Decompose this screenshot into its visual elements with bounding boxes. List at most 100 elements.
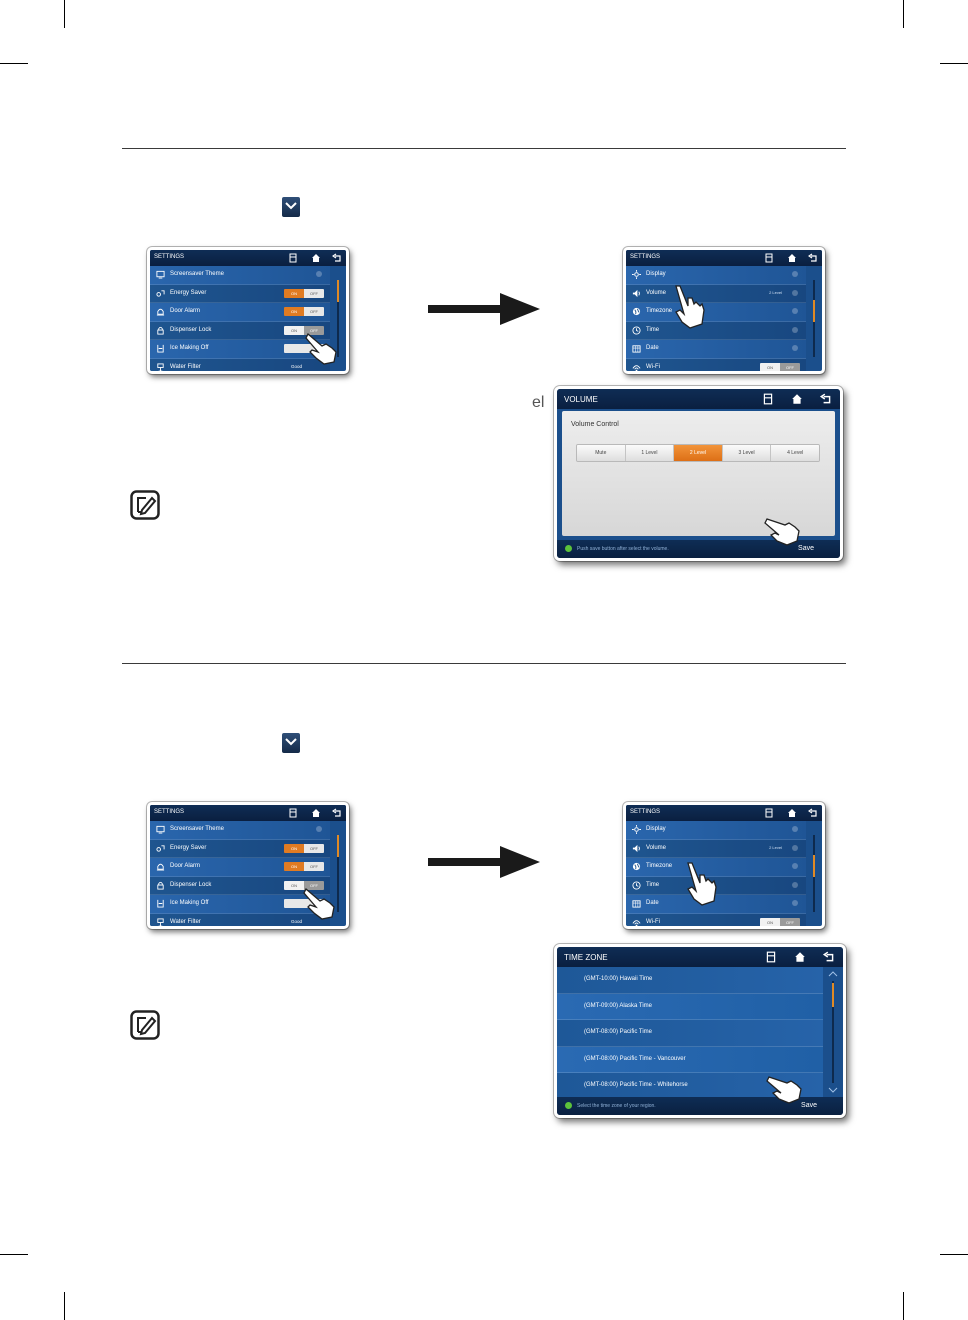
home-icon[interactable] <box>787 808 797 818</box>
back-icon[interactable] <box>808 808 818 818</box>
back-icon[interactable] <box>808 253 818 263</box>
chevron-down-icon[interactable] <box>828 1087 838 1093</box>
level-mute-button[interactable]: Mute <box>577 445 626 461</box>
settings-item-timezone[interactable]: Timezone <box>626 303 806 322</box>
timezone-label: (GMT-08:00) Pacific Time <box>584 1029 653 1036</box>
wifi-icon <box>632 919 641 926</box>
settings-item-volume[interactable]: Volume 2 Level <box>626 284 806 303</box>
fridge-icon[interactable] <box>288 808 298 818</box>
go-icon <box>792 844 798 851</box>
level-4-button[interactable]: 4 Level <box>771 445 819 461</box>
toggle-off[interactable]: OFF <box>304 880 324 890</box>
toggle-on[interactable]: ON <box>284 325 304 335</box>
level-2-button[interactable]: 2 Level <box>674 445 723 461</box>
scrollbar[interactable] <box>809 825 819 922</box>
save-button[interactable]: Save <box>798 545 814 552</box>
scrollbar[interactable] <box>827 971 839 1093</box>
fridge-icon[interactable] <box>764 808 774 818</box>
fridge-icon[interactable] <box>288 253 298 263</box>
energy-icon <box>156 289 165 297</box>
settings-item-timezone[interactable]: Timezone <box>626 858 806 877</box>
home-icon[interactable] <box>787 253 797 263</box>
home-icon[interactable] <box>311 253 321 263</box>
settings-item-screensaver[interactable]: Screensaver Theme <box>150 266 330 285</box>
settings-item-volume[interactable]: Volume 2 Level <box>626 839 806 858</box>
hand-pointer-icon <box>675 285 705 329</box>
fridge-icon[interactable] <box>765 951 777 963</box>
toggle-off[interactable]: OFF <box>304 288 324 298</box>
settings-item-water-filter[interactable]: Water Filter Good <box>150 358 330 371</box>
toggle-on[interactable]: ON <box>284 862 304 871</box>
scrollbar[interactable] <box>809 270 819 367</box>
toggle-on[interactable]: ON <box>284 843 304 853</box>
toggle-off[interactable]: OFF <box>304 325 324 335</box>
level-3-button[interactable]: 3 Level <box>722 445 772 461</box>
settings-item-time[interactable]: Time <box>626 321 806 340</box>
toggle-on[interactable]: ON <box>284 307 304 316</box>
settings-item-water-filter[interactable]: Water Filter Good <box>150 913 330 926</box>
settings-item-ice-making[interactable]: Ice Making Off <box>150 895 330 914</box>
ice-making-toggle[interactable] <box>284 899 324 908</box>
scrollbar[interactable] <box>333 270 343 367</box>
timezone-item[interactable]: (GMT-09:00) Alaska Time <box>557 993 823 1021</box>
screensaver-icon <box>156 825 165 834</box>
settings-item-date[interactable]: Date <box>626 340 806 359</box>
back-icon[interactable] <box>823 951 835 963</box>
home-icon[interactable] <box>791 393 803 405</box>
toggle-on[interactable]: ON <box>284 288 304 298</box>
toggle-off[interactable]: OFF <box>304 843 324 853</box>
go-icon <box>792 289 798 296</box>
hand-pointer-icon <box>766 1076 802 1104</box>
back-icon[interactable] <box>332 808 342 818</box>
settings-item-date[interactable]: Date <box>626 895 806 914</box>
fridge-icon[interactable] <box>764 253 774 263</box>
scrollbar[interactable] <box>333 825 343 922</box>
toggle-off[interactable]: OFF <box>304 862 324 871</box>
toggle-off[interactable]: OFF <box>780 917 800 926</box>
filter-icon <box>157 917 164 926</box>
go-icon <box>792 826 798 832</box>
ice-making-toggle[interactable] <box>284 344 324 353</box>
settings-item-screensaver[interactable]: Screensaver Theme <box>150 821 330 840</box>
volume-level-selector[interactable]: Mute 1 Level 2 Level 3 Level 4 Level <box>576 444 820 462</box>
toggle-on[interactable]: ON <box>284 880 304 890</box>
save-button[interactable]: Save <box>801 1102 817 1109</box>
home-icon[interactable] <box>311 808 321 818</box>
settings-item-display[interactable]: Display <box>626 821 806 840</box>
fridge-icon[interactable] <box>762 393 774 405</box>
toggle-on[interactable]: ON <box>760 362 780 371</box>
level-1-button[interactable]: 1 Level <box>625 445 675 461</box>
back-icon[interactable] <box>332 253 342 263</box>
settings-item-ice-making[interactable]: Ice Making Off <box>150 340 330 359</box>
toggle-off[interactable]: OFF <box>304 307 324 316</box>
home-icon[interactable] <box>794 951 806 963</box>
timezone-item[interactable]: (GMT-08:00) Pacific Time <box>557 1020 823 1047</box>
ice-icon <box>157 899 164 908</box>
toggle-off[interactable]: OFF <box>780 362 800 371</box>
chevron-up-icon[interactable] <box>828 971 838 977</box>
timezone-item[interactable]: (GMT-10:00) Hawaii Time <box>557 967 823 994</box>
settings-screen-2: SETTINGS Display Volume 2 Level Timezone… <box>623 247 825 374</box>
settings-item-display[interactable]: Display <box>626 266 806 285</box>
fragment-text: el <box>532 394 545 411</box>
toggle-on[interactable]: ON <box>760 917 780 926</box>
timezone-item[interactable]: (GMT-08:00) Pacific Time - Vancouver <box>557 1046 823 1074</box>
back-icon[interactable] <box>820 393 832 405</box>
item-label: Dispenser Lock <box>170 881 212 888</box>
